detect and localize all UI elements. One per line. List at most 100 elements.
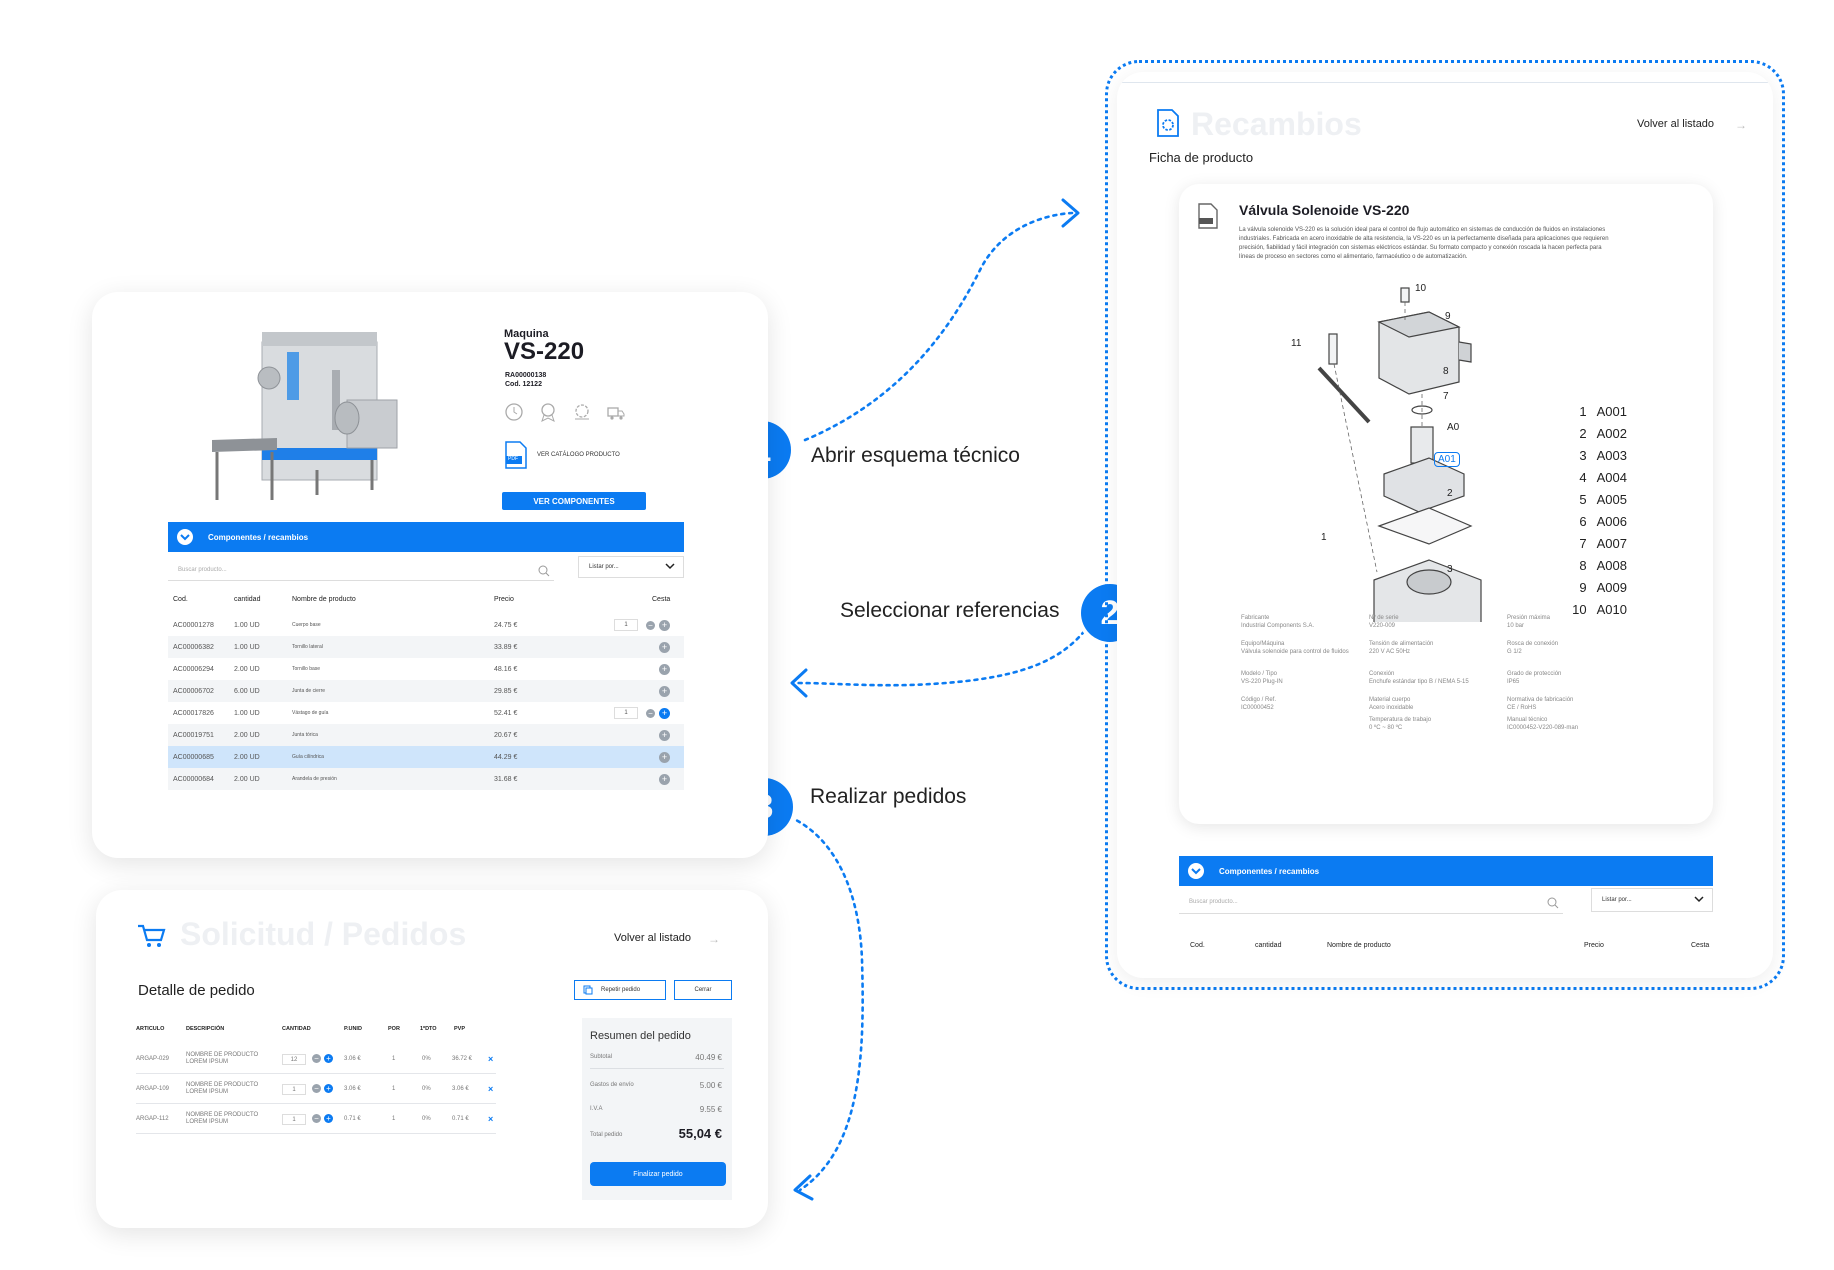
minus-icon[interactable]: − — [312, 1114, 321, 1123]
minus-icon[interactable]: − — [646, 708, 655, 718]
row-code: AC00000684 — [173, 775, 214, 783]
spec-label: Temperatura de trabajo — [1369, 717, 1432, 723]
components-bar-2[interactable]: Componentes / recambios — [1179, 856, 1713, 886]
catalog-link[interactable]: VER CATÁLOGO PRODUCTO — [537, 452, 620, 458]
list-by-select[interactable]: Listar por... — [578, 556, 684, 578]
spring — [1317, 366, 1371, 424]
plus-icon[interactable]: + — [659, 641, 670, 653]
callout-a0[interactable]: A0 — [1447, 422, 1460, 433]
plate-a0 — [1383, 457, 1465, 513]
order-unit: 0.71 € — [344, 1116, 361, 1122]
pdf-icon[interactable] — [504, 440, 528, 470]
close-button[interactable]: Cerrar — [674, 980, 732, 1000]
callout-11[interactable]: 11 — [1291, 338, 1302, 349]
minus-icon[interactable]: − — [312, 1054, 321, 1063]
remove-icon[interactable]: × — [488, 1114, 494, 1124]
order-back-link[interactable]: Volver al listado — [614, 932, 692, 944]
order-desc1: NOMBRE DE PRODUCTO — [186, 1082, 259, 1088]
plus-icon[interactable]: + — [659, 729, 670, 741]
plus-icon[interactable]: + — [324, 1054, 333, 1063]
quantity-stepper[interactable]: 1 — [614, 707, 638, 719]
components-bar[interactable]: Componentes / recambios — [168, 522, 684, 552]
view-components-button[interactable]: VER COMPONENTES — [502, 492, 646, 510]
plus-icon[interactable]: + — [659, 751, 670, 763]
spec-item: Código / Ref.IC00000452 — [1241, 696, 1371, 712]
remove-icon[interactable]: × — [488, 1054, 494, 1064]
order-pvp: 36.72 € — [452, 1056, 473, 1062]
minus-icon[interactable]: − — [646, 620, 655, 630]
machine-image — [212, 332, 398, 500]
list-by-select-2[interactable]: Listar por... — [1591, 888, 1713, 912]
product-code: Cod. 12122 — [505, 381, 542, 388]
spec-value: 220 V AC 50Hz — [1369, 649, 1411, 655]
callout-7[interactable]: 7 — [1443, 391, 1449, 402]
row-name: Vástago de guía — [292, 710, 329, 716]
search-input-2[interactable]: Buscar producto... — [1179, 890, 1563, 914]
plus-icon[interactable]: + — [659, 707, 670, 719]
order-pvp: 0.71 € — [452, 1116, 469, 1122]
callout-a01-selected[interactable]: A01 — [1434, 452, 1460, 467]
sleeve-7 — [1410, 426, 1434, 464]
callout-8[interactable]: 8 — [1443, 366, 1449, 377]
callout-2[interactable]: 2 — [1447, 488, 1453, 499]
order-col-header: ARTICULO — [136, 1026, 165, 1032]
finish-order-button[interactable]: Finalizar pedido — [590, 1162, 726, 1186]
legend-code: A002 — [1596, 426, 1627, 441]
row-qty: 2.00 UD — [234, 753, 260, 761]
row-code: AC00000685 — [173, 753, 214, 761]
legend-number: 4 — [1579, 470, 1587, 485]
row-code: AC00006702 — [173, 687, 214, 695]
row-code: AC00001278 — [173, 621, 214, 629]
remove-icon[interactable]: × — [488, 1084, 494, 1094]
spec-value: 10 bar — [1507, 623, 1525, 629]
callout-3[interactable]: 3 — [1447, 564, 1453, 575]
pdf-icon[interactable] — [1197, 202, 1219, 230]
plus-icon[interactable]: + — [659, 619, 670, 631]
search-input[interactable]: Buscar producto... — [168, 559, 554, 581]
legend-code: A001 — [1596, 404, 1627, 419]
search-placeholder-2: Buscar producto... — [1189, 899, 1238, 905]
plus-icon[interactable]: + — [324, 1114, 333, 1123]
minus-icon[interactable]: − — [312, 1084, 321, 1093]
order-qty-input[interactable]: 1 — [282, 1084, 306, 1095]
plus-icon[interactable]: + — [659, 663, 670, 675]
repeat-order-button[interactable]: Repetir pedido — [574, 980, 666, 1000]
order-qty-input[interactable]: 12 — [282, 1054, 306, 1065]
exploded-diagram — [1317, 287, 1482, 622]
callout-1[interactable]: 1 — [1321, 532, 1327, 543]
order-art: ARGAP-029 — [136, 1056, 170, 1062]
plus-icon[interactable]: + — [659, 685, 670, 697]
callout-9[interactable]: 9 — [1445, 311, 1451, 322]
row-qty: 6.00 UD — [234, 687, 260, 695]
order-col-header: CANTIDAD — [282, 1026, 311, 1032]
quantity-stepper[interactable]: 1 — [614, 619, 638, 631]
order-col-header: 1ºDTO — [420, 1026, 437, 1032]
plus-icon[interactable]: + — [324, 1084, 333, 1093]
order-qty-input[interactable]: 1 — [282, 1114, 306, 1125]
back-to-list-link[interactable]: Volver al listado — [1637, 118, 1715, 130]
plus-icon[interactable]: + — [659, 773, 670, 785]
callout-10[interactable]: 10 — [1415, 283, 1427, 294]
